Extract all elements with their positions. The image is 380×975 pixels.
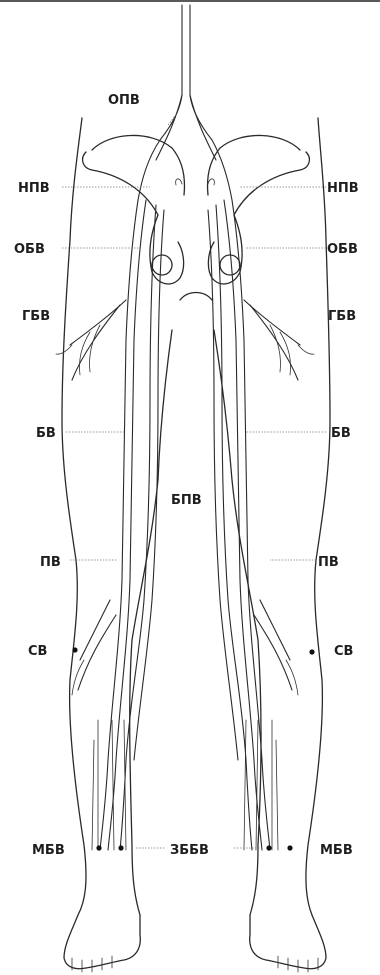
label-obv-right: ОБВ [327,242,358,257]
label-sv-left: СВ [28,644,47,659]
label-pv-left: ПВ [40,555,61,570]
label-sv-right: СВ [334,644,353,659]
label-mbv-right: МБВ [320,843,353,858]
label-obv-left: ОБВ [14,242,45,257]
label-npv-left: НПВ [18,181,50,196]
label-bpv: БПВ [171,493,202,508]
label-bv-right: БВ [331,426,351,441]
vein-network [56,5,314,850]
feet [64,915,326,972]
pelvis [83,135,310,300]
leader-lines [62,112,326,848]
labels: ОПВ НПВ НПВ ОБВ ОБВ ГБВ ГБВ БВ БВ БПВ ПВ… [14,93,359,858]
body-outline [62,118,330,915]
label-gbv-right: ГБВ [328,309,356,324]
label-bv-left: БВ [36,426,56,441]
label-opv: ОПВ [108,93,140,108]
label-pv-right: ПВ [318,555,339,570]
label-gbv-left: ГБВ [22,309,50,324]
label-mbv-left: МБВ [32,843,65,858]
label-npv-right: НПВ [327,181,359,196]
label-zbbv: ЗББВ [170,843,209,858]
